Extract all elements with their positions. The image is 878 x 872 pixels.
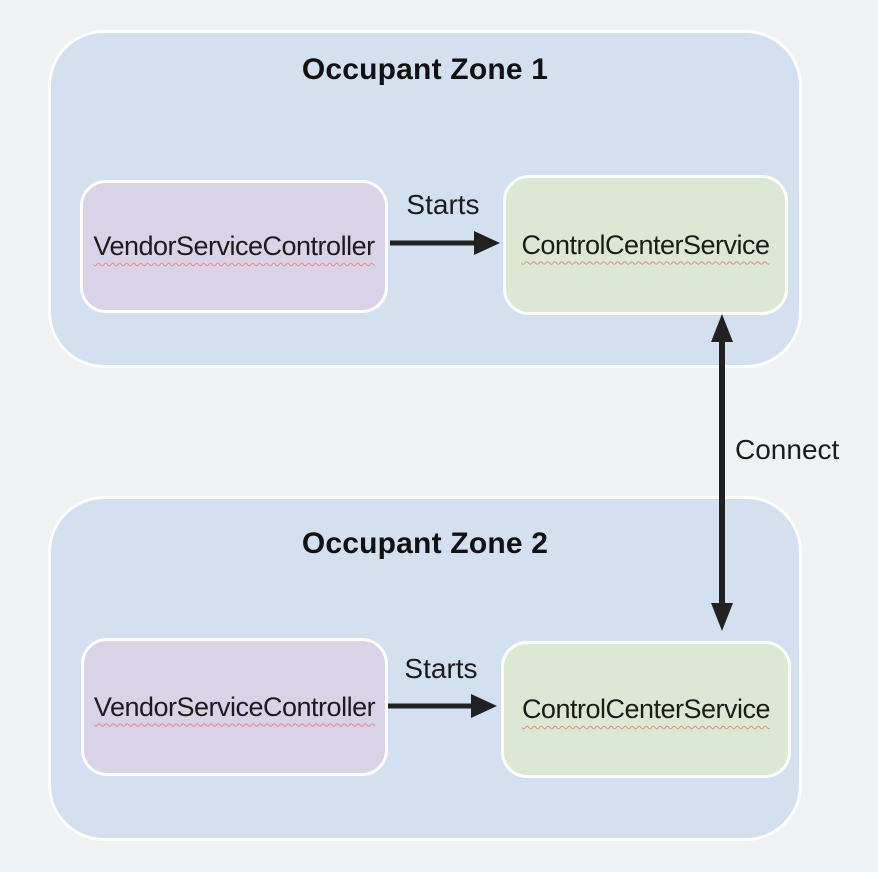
zone-occupant-1: Occupant Zone 1 VendorServiceController … [48,30,802,368]
node-vendor-service-controller-2: VendorServiceController [81,638,388,776]
zone-occupant-2: Occupant Zone 2 VendorServiceController … [48,496,802,841]
node-control-center-service-2: ControlCenterService [501,641,791,778]
edge-label-connect: Connect [735,434,840,465]
node-label: VendorServiceController [93,231,375,261]
node-label: VendorServiceController [93,691,376,722]
node-control-center-service-1: ControlCenterService [503,175,788,315]
zone-1-title: Occupant Zone 1 [301,53,549,86]
zone-2-title: Occupant Zone 2 [301,527,549,560]
node-label: ControlCenterService [521,229,770,260]
edge-label-starts-1: Starts [406,189,480,220]
edge-label-starts-2: Starts [404,653,478,684]
node-vendor-service-controller-1: VendorServiceController [80,180,388,313]
node-label: ControlCenterService [521,694,771,724]
